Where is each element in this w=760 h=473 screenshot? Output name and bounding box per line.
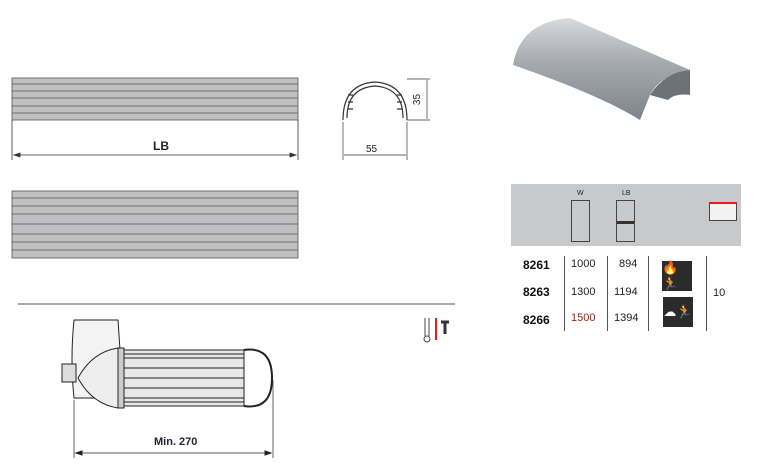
profile-side-view xyxy=(11,77,299,121)
height-label: 35 xyxy=(412,93,424,106)
smoke-exit-icon: ☁🏃 xyxy=(663,297,693,327)
min-length-label: Min. 270 xyxy=(154,436,198,448)
article-code: 8266 xyxy=(523,313,550,327)
w-value: 1000 xyxy=(571,258,596,270)
fire-exit-icon: 🔥🏃 xyxy=(662,260,692,291)
width-label: 55 xyxy=(366,144,378,155)
article-code: 8263 xyxy=(523,285,550,299)
lb-label: LB xyxy=(153,139,169,153)
pack-quantity: 10 xyxy=(713,287,726,299)
lb-dimension-line xyxy=(11,120,299,160)
lb-header: LB xyxy=(622,190,631,197)
door-lb-icon xyxy=(616,200,635,242)
package-box-icon xyxy=(709,202,737,221)
tools-icon xyxy=(423,318,449,343)
lb-value: 1394 xyxy=(614,312,639,324)
profile-top-view xyxy=(11,190,299,259)
article-code: 8261 xyxy=(523,258,550,272)
w-value: 1300 xyxy=(571,286,596,298)
w-value: 1500 xyxy=(571,312,596,324)
profile-section xyxy=(342,78,430,160)
door-width-icon xyxy=(571,200,590,242)
w-header: W xyxy=(577,190,584,197)
lb-value: 1194 xyxy=(614,286,638,298)
table-header: W LB xyxy=(511,184,741,246)
handle-assembly-drawing xyxy=(61,319,274,458)
product-photo xyxy=(513,18,690,120)
lb-value: 894 xyxy=(619,258,638,270)
